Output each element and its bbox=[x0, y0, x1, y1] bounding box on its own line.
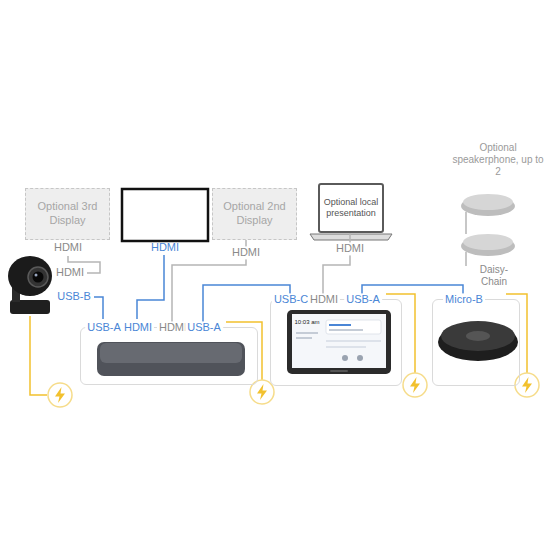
lightning-bolt bbox=[55, 387, 65, 403]
hub-top bbox=[100, 343, 242, 363]
device-panel: Micro-B bbox=[432, 299, 520, 386]
optional-speakerphone bbox=[461, 234, 515, 256]
ptz-camera bbox=[8, 256, 52, 314]
port-label: Micro-B bbox=[443, 293, 485, 306]
screen-line bbox=[326, 346, 366, 348]
display-box: Optional 3rd Display bbox=[25, 188, 110, 240]
power-icon bbox=[403, 373, 427, 397]
power-icon bbox=[515, 373, 539, 397]
screen-icon bbox=[342, 355, 348, 361]
screen-card bbox=[326, 320, 381, 334]
speaker-top bbox=[463, 194, 513, 210]
camera-base bbox=[10, 300, 50, 314]
usb-wire bbox=[94, 297, 103, 319]
optional-speakerphone bbox=[461, 194, 515, 216]
speaker-center bbox=[466, 331, 490, 341]
node-label: Optional local presentation bbox=[322, 197, 380, 219]
port-label: HDMI bbox=[122, 321, 154, 334]
lens-glint bbox=[35, 274, 38, 277]
camera-lens bbox=[28, 267, 48, 287]
daisy-chain-wire bbox=[465, 252, 467, 266]
camera-lens bbox=[33, 272, 44, 283]
display-box: Optional 2nd Display bbox=[212, 188, 297, 240]
port-label: HDMI bbox=[308, 293, 340, 306]
edge-label: HDMI bbox=[230, 246, 262, 259]
speaker-top bbox=[441, 321, 515, 351]
tablet-screen bbox=[292, 314, 386, 368]
main-display bbox=[122, 189, 208, 241]
screen-icon bbox=[357, 355, 363, 361]
power-circle bbox=[403, 373, 427, 397]
lightning-bolt bbox=[257, 384, 267, 400]
port-label: USB-A bbox=[344, 293, 382, 306]
port-label: HDMI bbox=[151, 241, 179, 254]
touch-controller bbox=[287, 310, 391, 374]
screen-line bbox=[296, 332, 318, 334]
screen-line bbox=[296, 337, 312, 339]
port-label: USB-C bbox=[272, 293, 310, 306]
hdmi-wire bbox=[137, 255, 164, 319]
screen-line bbox=[329, 329, 363, 331]
device-panel: USB-AHDMIHDMIUSB-A bbox=[80, 327, 258, 385]
hub-body bbox=[97, 342, 245, 376]
speakerphone bbox=[438, 321, 518, 361]
compute-hub bbox=[97, 342, 245, 376]
tablet-bar bbox=[330, 370, 348, 372]
node-label: Optional 2nd Display bbox=[217, 200, 292, 228]
power-wire bbox=[30, 316, 47, 395]
port-label: USB-A bbox=[185, 321, 223, 334]
power-circle bbox=[515, 373, 539, 397]
edge-label: HDMI bbox=[334, 242, 366, 255]
note-label: Daisy-Chain bbox=[473, 264, 515, 288]
screen-line bbox=[329, 324, 351, 326]
power-circle bbox=[48, 383, 72, 407]
node-label: Optional 3rd Display bbox=[30, 200, 105, 228]
laptop-screen: Optional local presentation bbox=[318, 183, 384, 233]
screen-time: 10:03 am bbox=[294, 319, 319, 326]
camera-head bbox=[8, 256, 52, 296]
port-label: HDMI bbox=[56, 266, 84, 279]
port-label: HDMI bbox=[54, 241, 82, 254]
device-panel: USB-CHDMIUSB-A bbox=[270, 299, 402, 386]
port-label: USB-A bbox=[85, 321, 123, 334]
power-icon bbox=[48, 383, 72, 407]
note-label: Optional speakerphone, up to 2 bbox=[452, 142, 544, 178]
port-label: USB-B bbox=[57, 290, 91, 303]
daisy-chain-wire bbox=[465, 212, 467, 234]
lightning-bolt bbox=[410, 377, 420, 393]
tablet-frame bbox=[287, 310, 391, 374]
lightning-bolt bbox=[522, 377, 532, 393]
screen-line bbox=[326, 340, 381, 342]
laptop-base bbox=[310, 234, 392, 240]
speaker-top bbox=[463, 234, 513, 250]
